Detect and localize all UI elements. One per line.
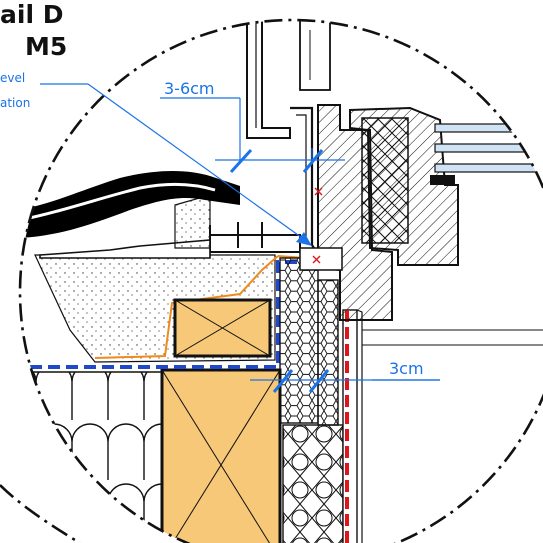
glass-pane-2 [434,143,543,153]
gasket [20,171,240,239]
dim-lower-tick-2 [308,369,330,393]
dim-upper-tick-2 [302,149,324,173]
level-annotation-line1: evel [0,71,25,85]
level-annotation-line2: ation [0,96,30,110]
seal-cross-2 [312,255,321,264]
hex-foam-strip-2 [317,279,339,426]
hex-foam-strip [279,257,319,424]
level-leader-diagonal [87,83,306,241]
detail-title-line1: ail D [0,0,63,29]
upper-profile-inner [252,20,257,128]
batten-cross-2 [174,299,271,357]
glazing-bead [430,175,455,185]
vertical-flashing-inner [296,114,307,240]
detail-title-line2: M5 [25,32,67,61]
upper-profile-top [262,0,322,14]
level-leader-arrowhead [296,232,312,246]
glass-pane-3 [434,163,543,173]
sill-profile [209,234,301,253]
sill-block [299,247,343,271]
dim-upper-label: 3-6cm [164,79,215,98]
upper-profile-right [299,20,331,91]
adjacent-detail-arc [0,484,81,543]
gasket-highlight [20,182,216,222]
glass-pane-1 [434,123,543,133]
roof-insulation-loops [20,372,165,543]
timber-beam-main [160,368,282,543]
board-edge [356,309,363,543]
sash-core [361,117,409,244]
dim-upper-tick-1 [229,148,253,174]
dim-lower-tick-1 [272,369,294,393]
beam-cross-2 [161,369,281,543]
wedge-support [174,194,211,249]
seal-cross-1 [314,187,323,196]
dim-lower-label: 3cm [389,359,424,378]
wall-insulation [282,424,344,543]
upper-profile-left [246,20,291,139]
upper-head [330,0,543,8]
